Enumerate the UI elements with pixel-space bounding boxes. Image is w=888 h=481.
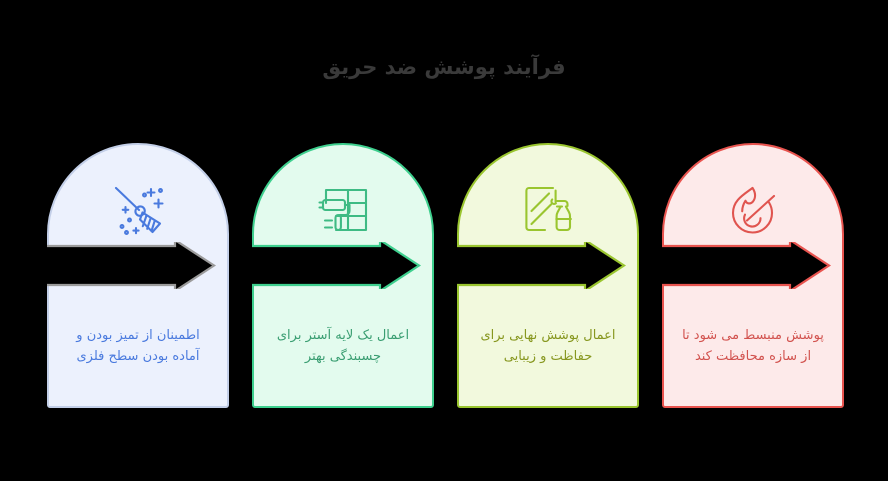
step-3-caption: اعمال پوشش نهایی برای حفاظت و زیبایی	[480, 328, 616, 364]
no-fire-flame-icon	[662, 167, 844, 253]
process-step-3[interactable]: اعمال پوشش نهایی برای حفاظت و زیبایی	[457, 143, 639, 408]
paint-roller-icon	[252, 167, 434, 253]
broom-sparkle-icon	[47, 167, 229, 253]
process-step-4[interactable]: پوشش منبسط می شود تا از سازه محافظت کند	[662, 143, 844, 408]
process-step-2[interactable]: اعمال یک لایه آستر برای چسبندگی بهتر	[252, 143, 434, 408]
step-4-caption: پوشش منبسط می شود تا از سازه محافظت کند	[682, 328, 824, 364]
step-1-caption: اطمینان از تمیز بودن و آماده بودن سطح فل…	[76, 328, 200, 364]
page-title: فرآیند پوشش ضد حریق	[322, 55, 566, 79]
spray-bottle-icon	[457, 167, 639, 253]
step-2-caption: اعمال یک لایه آستر برای چسبندگی بهتر	[276, 328, 410, 364]
process-step-1[interactable]: اطمینان از تمیز بودن و آماده بودن سطح فل…	[47, 143, 229, 408]
